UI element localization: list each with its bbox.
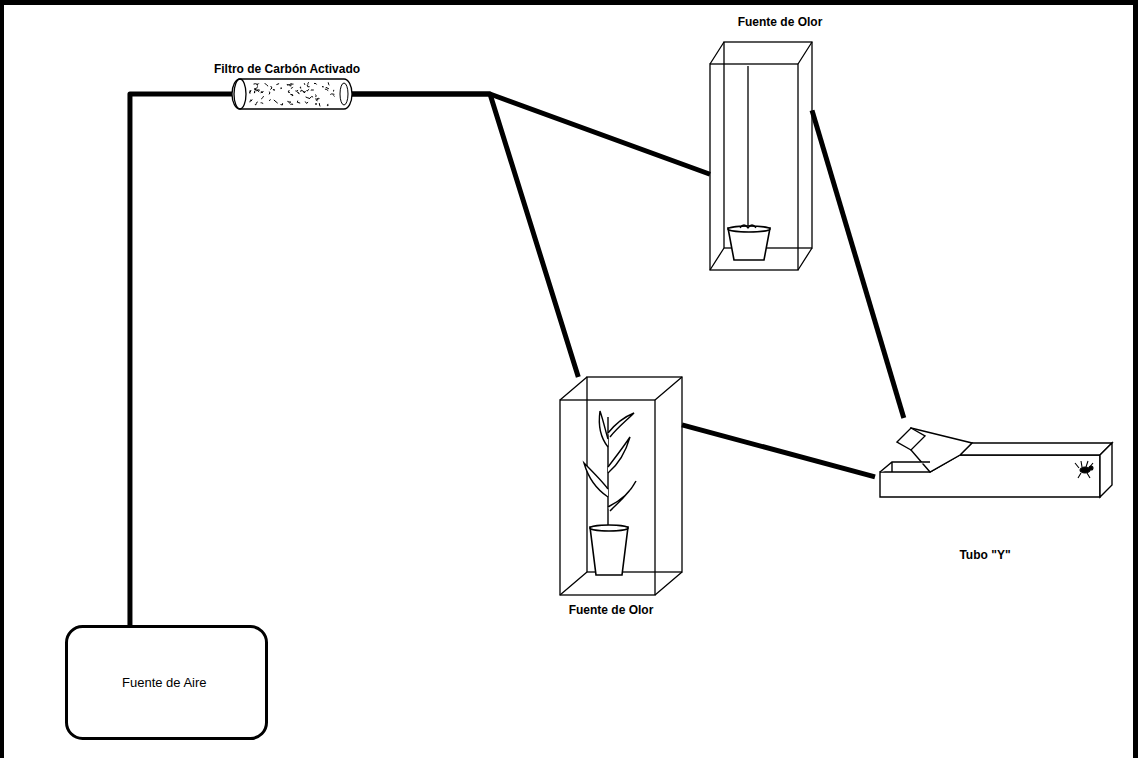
insect-icon <box>1075 461 1093 478</box>
node-label: Filtro de Carbón Activado <box>212 62 362 77</box>
air-hose <box>130 94 232 625</box>
air-source-box: Fuente de Aire <box>65 625 268 740</box>
filter-drawing <box>232 79 352 109</box>
air-hose <box>352 94 578 377</box>
odor-chamber: Fuente de Olor <box>710 42 812 270</box>
odor-chamber: Fuente de Olor <box>560 377 682 595</box>
chamberPlant-lines <box>560 377 682 595</box>
node-label: Fuente de Olor <box>736 15 825 30</box>
chamberTop-lines <box>710 42 812 270</box>
y-tube: Tubo "Y" <box>875 418 1115 502</box>
node-label: Fuente de Olor <box>567 603 656 618</box>
air-lines <box>67 627 267 739</box>
frame-left <box>0 0 4 758</box>
air-hose <box>812 110 904 418</box>
filter-lines <box>232 79 352 109</box>
ytube-lines <box>880 428 1112 497</box>
node-label: Fuente de Aire <box>120 675 209 690</box>
frame-right <box>1133 0 1138 758</box>
ytube-drawing <box>875 418 1115 502</box>
frame-top <box>0 0 1138 5</box>
carbon-filter: Filtro de Carbón Activado <box>232 79 352 109</box>
chamberPlant-drawing <box>560 377 682 595</box>
air-hose <box>682 425 875 477</box>
node-label: Tubo "Y" <box>957 548 1012 563</box>
air-hose <box>352 94 710 174</box>
chamberTop-drawing <box>710 42 812 270</box>
